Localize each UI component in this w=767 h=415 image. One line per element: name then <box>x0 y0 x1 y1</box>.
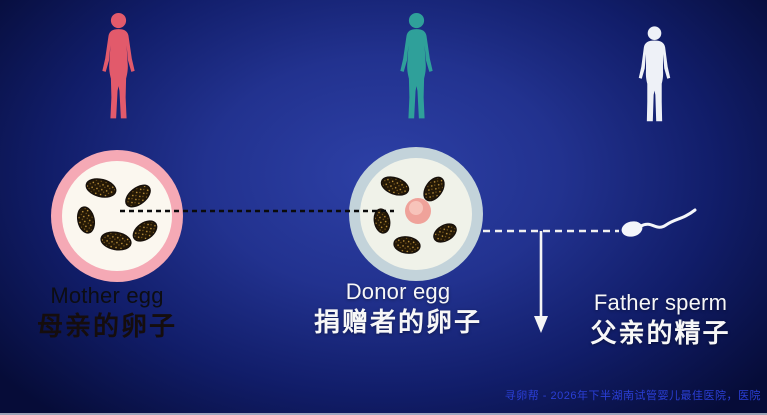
donor-figure-icon <box>400 12 433 119</box>
sperm-icon <box>621 208 697 237</box>
donor-label: Donor egg 捐赠者的卵子 <box>303 279 493 338</box>
donor-label-zh: 捐赠者的卵子 <box>313 307 482 338</box>
father-label-en: Father sperm <box>593 290 728 315</box>
father-figure-icon <box>638 26 671 122</box>
mother-egg-cell <box>51 150 183 282</box>
father-label-zh: 父亲的精子 <box>590 318 731 349</box>
father-label: Father sperm 父亲的精子 <box>563 290 758 349</box>
mother-label: Mother egg 母亲的卵子 <box>22 283 192 342</box>
mother-egg-mitochondria <box>76 178 158 251</box>
bottom-divider-line <box>0 413 767 415</box>
watermark-text: 寻卵帮 - 2026年下半湖南试管婴儿最佳医院，医院 <box>504 390 761 402</box>
donor-label-en: Donor egg <box>345 279 451 304</box>
donor-egg-nucleus-highlight <box>409 201 423 215</box>
donor-egg-mitochondria <box>373 176 457 254</box>
mother-label-zh: 母亲的卵子 <box>36 311 177 342</box>
donor-egg-cell <box>349 147 483 281</box>
mother-figure-icon <box>102 12 135 119</box>
mother-label-en: Mother egg <box>50 283 164 308</box>
fertilization-arrow <box>534 231 548 333</box>
